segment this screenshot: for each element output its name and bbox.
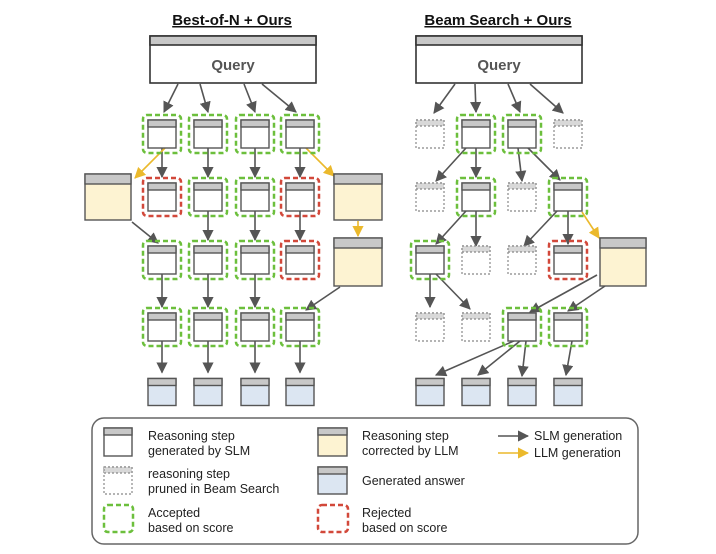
- bon-step-r2c4: [279, 176, 321, 218]
- query-label-right: Query: [477, 57, 521, 74]
- bs-step-r2c3: [507, 182, 537, 212]
- bs-step-r2c1: [415, 182, 445, 212]
- query-label-left: Query: [211, 57, 255, 74]
- bon-step-r3c3: [234, 239, 276, 281]
- legend-slm-generation: SLM generation: [534, 429, 622, 443]
- legend-accepted-line1: Accepted: [148, 506, 200, 520]
- bs-step-r3c2: [461, 245, 491, 275]
- bon-step-r3c4: [279, 239, 321, 281]
- bs-llm-out: [567, 285, 606, 312]
- bs-query-edge-3: [507, 83, 522, 114]
- bon-llm-left-out: [131, 221, 159, 244]
- bs-edge-5: [435, 210, 467, 245]
- bs-llm-box: [599, 237, 647, 287]
- bon-step-r4c1: [141, 306, 183, 348]
- bon-answer-2: [193, 377, 223, 407]
- bon-step-r2c1: [141, 176, 183, 218]
- bon-answer-3: [240, 377, 270, 407]
- bs-step-r4c2: [461, 312, 491, 342]
- legend: Reasoning step generated by SLM reasonin…: [91, 417, 639, 545]
- bs-step-r4c3: [501, 306, 543, 348]
- bs-edge-1: [435, 147, 467, 182]
- bon-query-edge-4: [261, 83, 297, 113]
- bon-query-edge-3: [243, 83, 257, 114]
- bs-query-edge-4: [529, 83, 564, 114]
- bon-step-r3c1: [141, 239, 183, 281]
- bon-answer-1: [147, 377, 177, 407]
- bs-answer-3: [507, 377, 537, 407]
- legend-accepted-icon: [102, 503, 135, 534]
- query-box-right: Query: [415, 35, 583, 84]
- legend-slm-step-icon: [103, 427, 133, 457]
- bs-query-edge-2: [470, 83, 482, 114]
- legend-accepted-line2: based on score: [148, 521, 234, 535]
- bs-step-r1c2: [455, 113, 497, 155]
- legend-slm-step-line2: generated by SLM: [148, 444, 250, 458]
- bon-step-r4c4: [279, 306, 321, 348]
- bon-llm-box-right-2: [333, 237, 383, 287]
- bon-query-edge-2: [199, 83, 211, 114]
- legend-answer-icon: [317, 466, 348, 495]
- beam-search-title: Beam Search + Ours: [424, 12, 571, 29]
- bs-step-r3c1: [409, 239, 451, 281]
- bon-step-r4c2: [187, 306, 229, 348]
- bs-step-r1c3: [501, 113, 543, 155]
- legend-llm-step-line1: Reasoning step: [362, 429, 449, 443]
- bon-llm-box-right: [333, 173, 383, 221]
- bs-step-r4c4: [547, 306, 589, 348]
- bs-step-r1c1: [415, 119, 445, 149]
- bon-llm-right-in: [305, 147, 335, 177]
- bs-query-edge-1: [433, 83, 456, 114]
- legend-llm-generation: LLM generation: [534, 446, 621, 460]
- legend-answer-label: Generated answer: [362, 474, 465, 488]
- bs-step-r2c4: [547, 176, 589, 218]
- legend-pruned-line2: pruned in Beam Search: [148, 482, 279, 496]
- best-of-n-title: Best-of-N + Ours: [172, 12, 292, 29]
- bon-llm-right2-out: [305, 286, 341, 311]
- bs-step-r2c2: [455, 176, 497, 218]
- legend-pruned-line1: reasoning step: [148, 467, 230, 481]
- legend-frame: [91, 417, 639, 545]
- bs-llm-in: [581, 211, 600, 239]
- bon-step-r3c2: [187, 239, 229, 281]
- bs-step-r1c4: [553, 119, 583, 149]
- bs-edge-7: [523, 209, 559, 247]
- bs-step-r3c3: [507, 245, 537, 275]
- query-box-left: Query: [149, 35, 317, 84]
- bs-answer-4: [553, 377, 583, 407]
- legend-pruned-step-icon: [103, 466, 133, 495]
- bon-step-r4c3: [234, 306, 276, 348]
- legend-rejected-line2: based on score: [362, 521, 448, 535]
- bs-edge-11: [529, 274, 598, 313]
- bs-step-r4c1: [415, 312, 445, 342]
- legend-rejected-icon: [316, 503, 350, 534]
- bon-query-edge-1: [163, 83, 179, 114]
- legend-rejected-line1: Rejected: [362, 506, 411, 520]
- bon-llm-box-left: [84, 173, 132, 221]
- bon-step-r2c2: [187, 176, 229, 218]
- nodes-layer: [84, 113, 647, 407]
- bon-step-r2c3: [234, 176, 276, 218]
- bon-step-r1c3: [234, 113, 276, 155]
- bs-edge-12: [434, 339, 517, 377]
- bon-step-r1c4: [279, 113, 321, 155]
- legend-llm-step-line2: corrected by LLM: [362, 444, 459, 458]
- bs-answer-2: [461, 377, 491, 407]
- bon-step-r1c1: [141, 113, 183, 155]
- bon-answer-4: [285, 377, 315, 407]
- legend-llm-step-icon: [317, 427, 348, 457]
- bs-edge-13: [477, 340, 521, 376]
- legend-slm-step-line1: Reasoning step: [148, 429, 235, 443]
- bon-step-r1c2: [187, 113, 229, 155]
- bs-step-r3c4: [547, 239, 589, 281]
- bs-answer-1: [415, 377, 445, 407]
